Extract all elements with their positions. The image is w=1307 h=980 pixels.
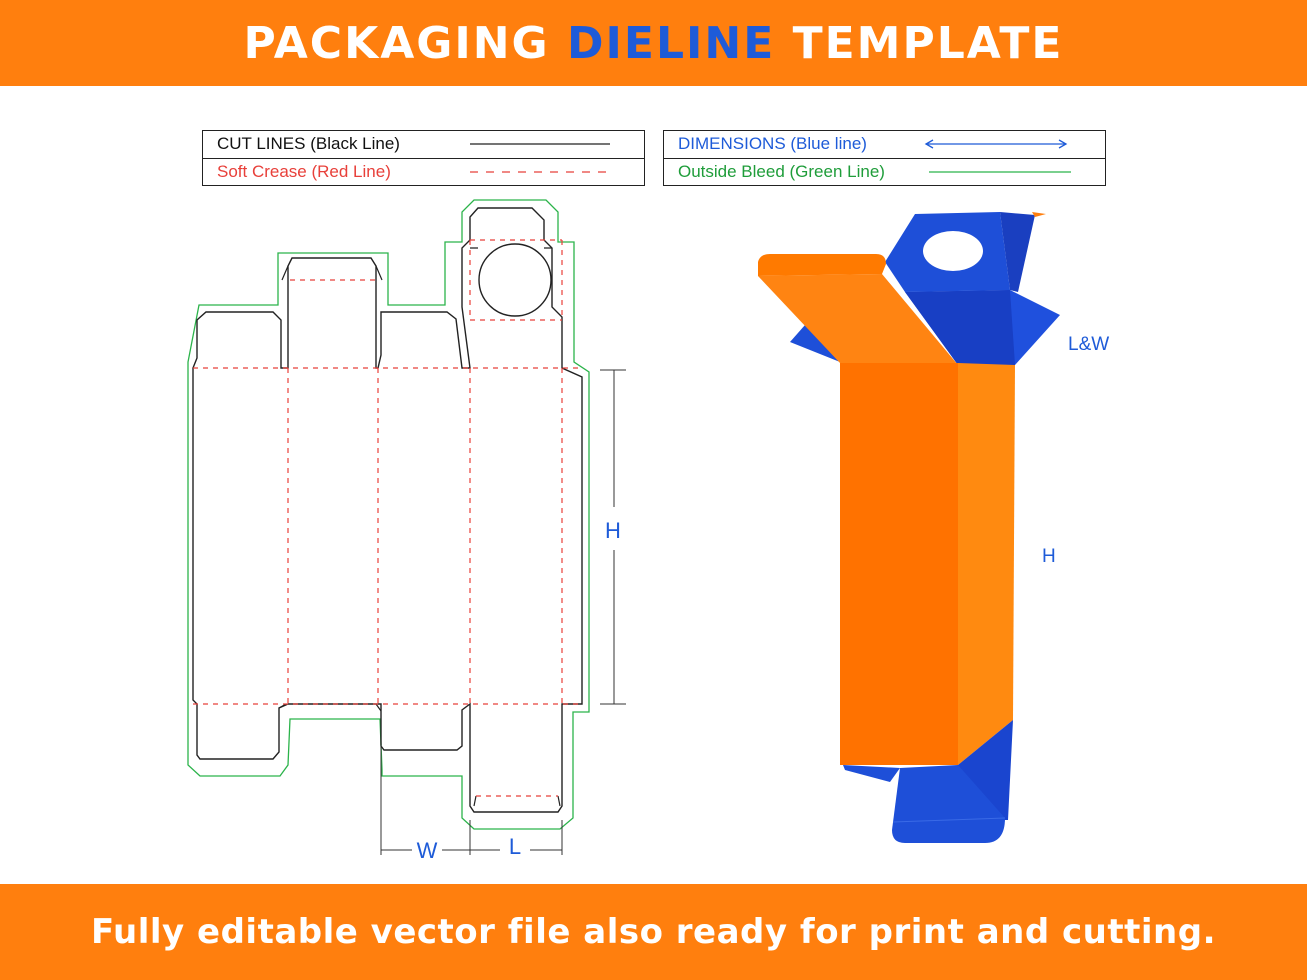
dimension-h-label: H [605, 518, 621, 543]
footer-text: Fully editable vector file also ready fo… [90, 912, 1217, 952]
title-word-template: TEMPLATE [792, 17, 1064, 69]
lid-hole [923, 231, 983, 271]
legend-soft-crease-label: Soft Crease (Red Line) [217, 161, 391, 181]
header-banner: PACKAGING DIELINE TEMPLATE [0, 0, 1307, 86]
dimension-h [600, 369, 626, 705]
bleed-outline [187, 199, 590, 830]
box-front-face [840, 363, 958, 765]
tab-cut-lines [278, 247, 561, 807]
page-title: PACKAGING DIELINE TEMPLATE [244, 18, 1064, 69]
dimension-arrow-sample [924, 139, 1068, 149]
crease-lines [193, 239, 582, 797]
hanger-hole [478, 243, 552, 317]
legend-cut-lines-label: CUT LINES (Black Line) [217, 134, 400, 153]
bottom-tuck-crease [892, 817, 1006, 823]
dimension-wl [380, 745, 563, 855]
legend-outside-bleed-label: Outside Bleed (Green Line) [678, 161, 885, 181]
title-word-packaging: PACKAGING [243, 17, 550, 69]
cut-line-sample [470, 143, 610, 145]
footer-banner: Fully editable vector file also ready fo… [0, 884, 1307, 980]
legend-row-outside-bleed: Outside Bleed (Green Line) [664, 158, 1105, 184]
blue-lid-tip [1032, 212, 1046, 217]
box-h-label: H [1042, 546, 1056, 567]
flat-dieline: H W L [187, 199, 626, 863]
blue-bottom-tuck [892, 765, 1005, 843]
legend-dimensions-label: DIMENSIONS (Blue line) [678, 134, 867, 153]
box-3d: L&W H [758, 212, 1109, 843]
legend-row-dimensions: DIMENSIONS (Blue line) [664, 131, 1105, 157]
dimension-l-label: L [509, 834, 521, 859]
lw-label: L&W [1068, 334, 1109, 355]
orange-tuck-tab [758, 254, 886, 276]
legend-line-types: CUT LINES (Black Line) Soft Crease (Red … [202, 130, 645, 186]
blue-right-flap-shade [905, 290, 1015, 365]
box-side-face [958, 363, 1015, 765]
legend-row-soft-crease: Soft Crease (Red Line) [203, 158, 644, 184]
blue-top-lid-side [1000, 212, 1035, 292]
legend-line-types-2: DIMENSIONS (Blue line) Outside Bleed (Gr… [663, 130, 1106, 186]
orange-top-flap [758, 274, 958, 365]
blue-bottom-flap-left [843, 765, 900, 782]
legend-row-cut-lines: CUT LINES (Black Line) [203, 131, 644, 157]
title-word-dieline: DIELINE [567, 17, 776, 69]
crease-line-sample [470, 171, 610, 173]
bleed-line-sample [929, 171, 1071, 173]
dimension-w-label: W [417, 838, 438, 863]
